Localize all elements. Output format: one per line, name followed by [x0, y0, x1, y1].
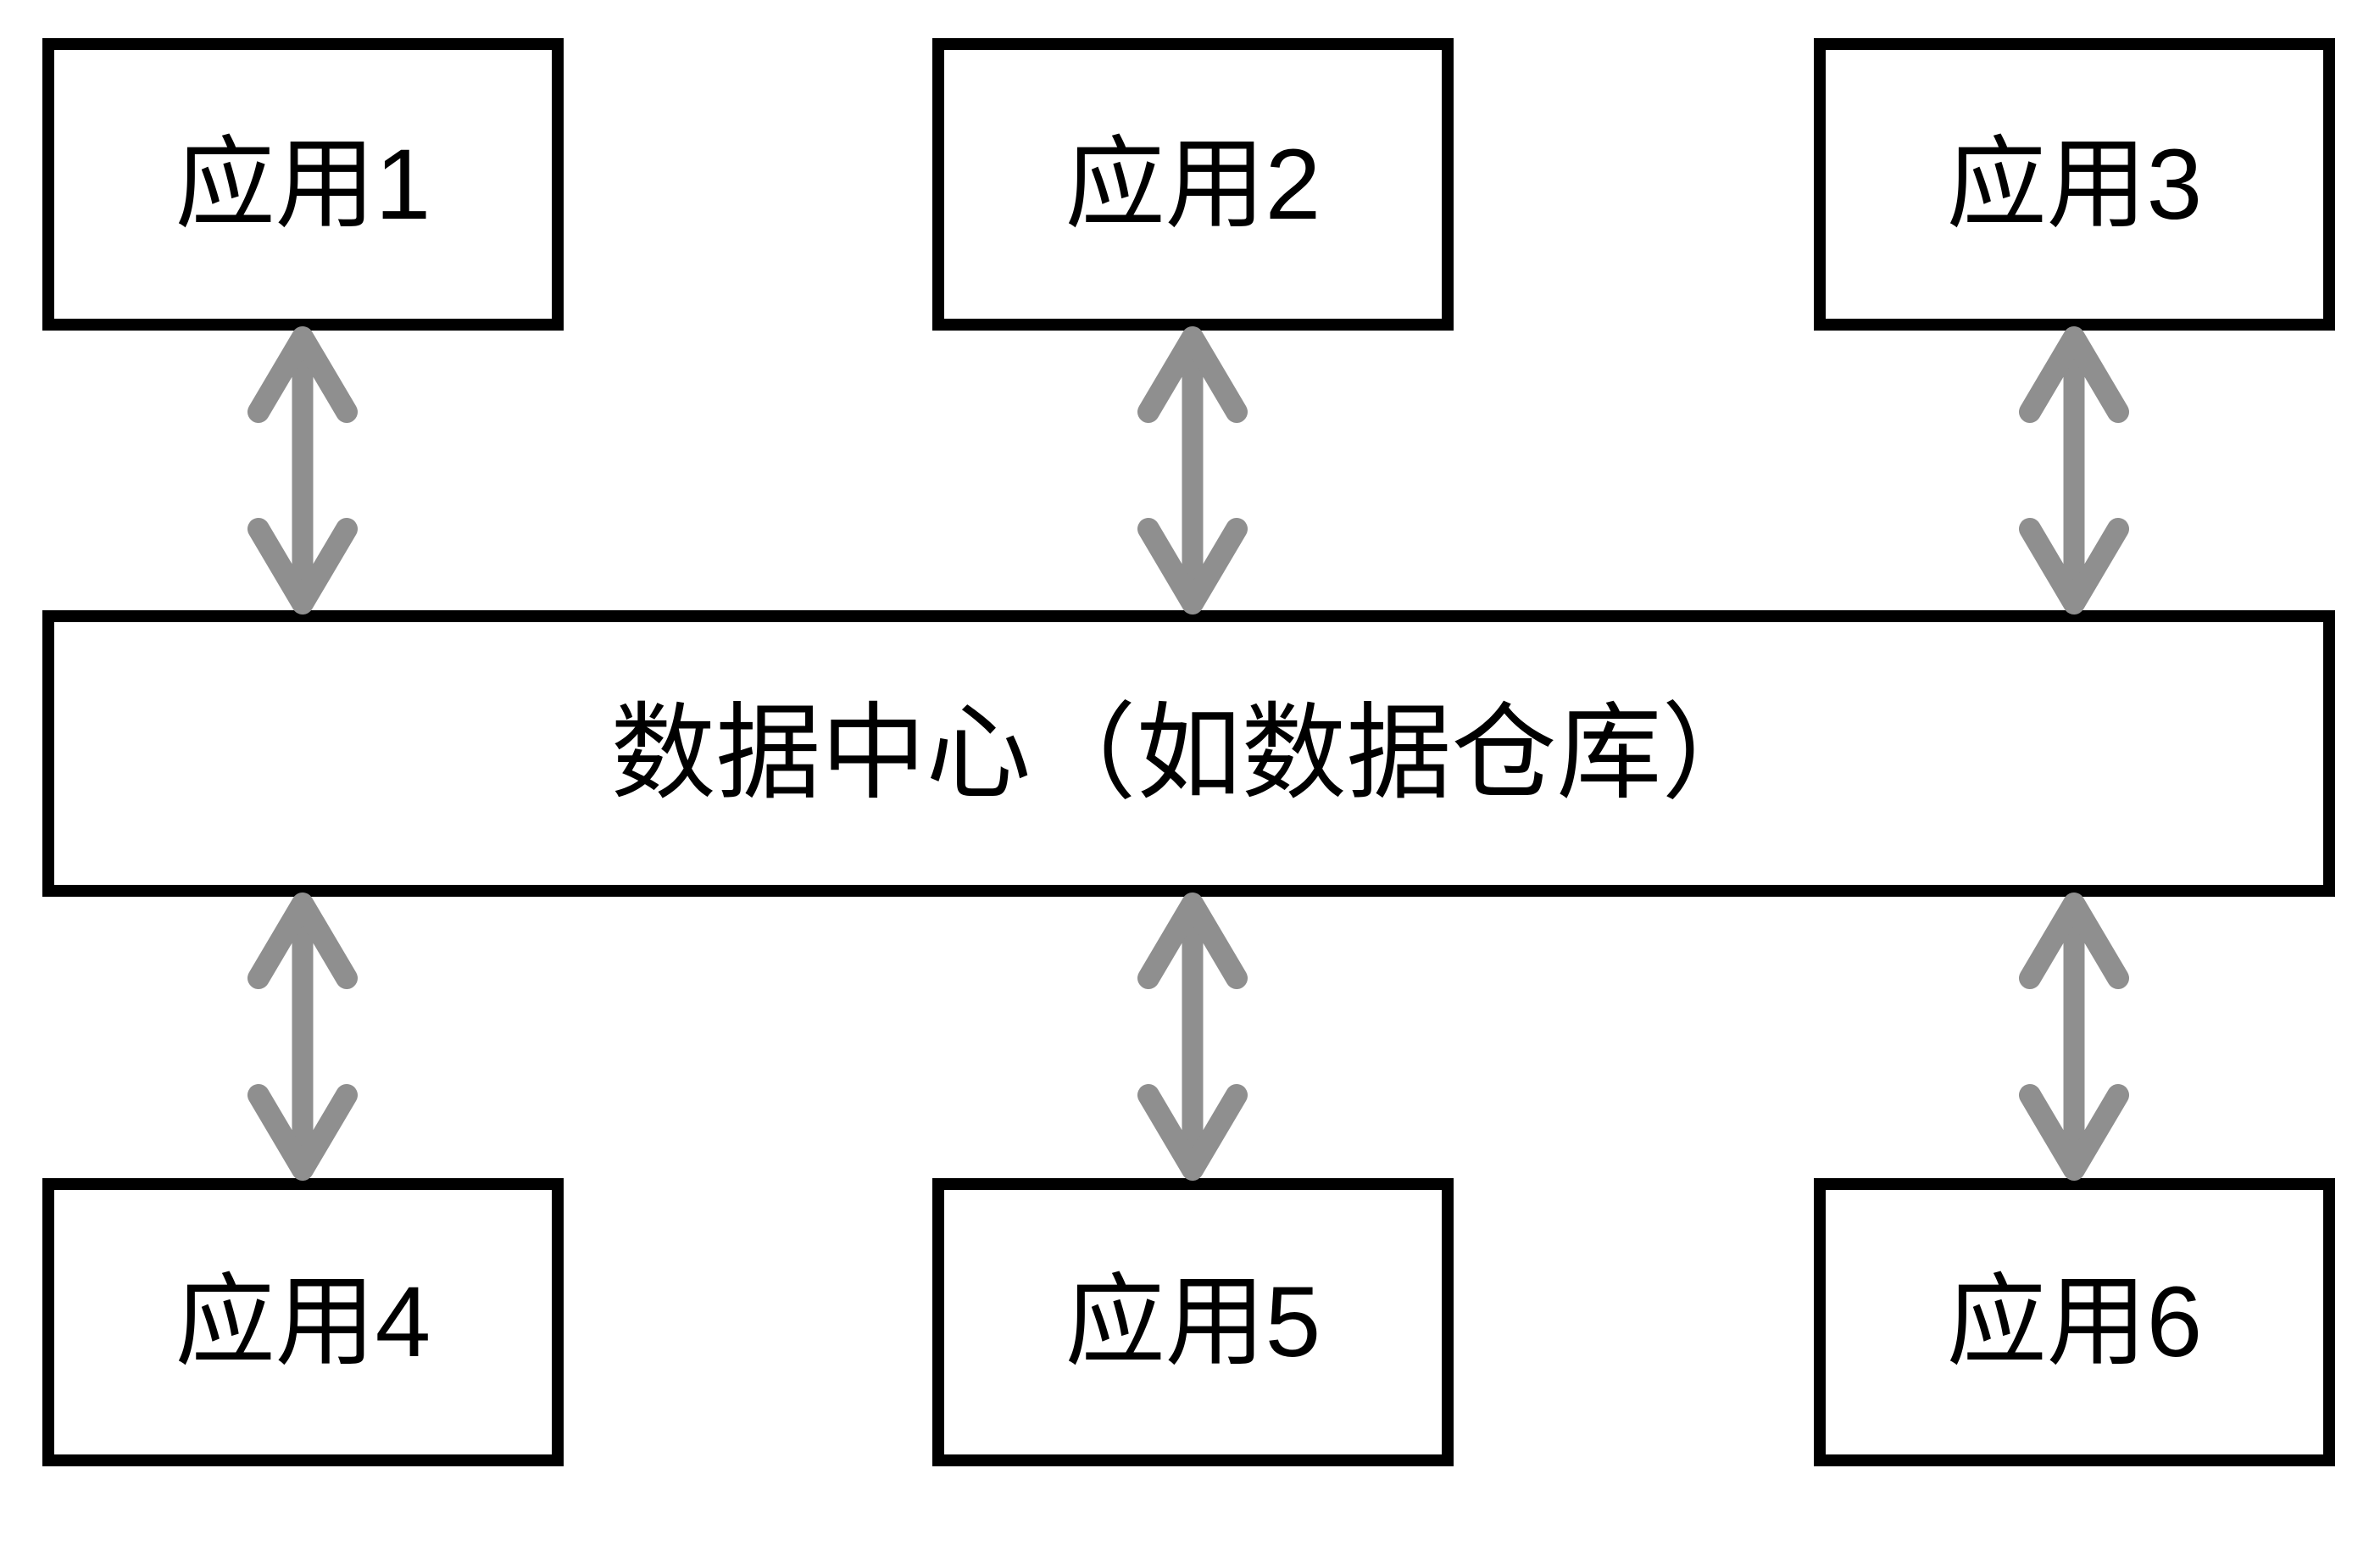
- app-box-3-label: 应用3: [1946, 128, 2203, 241]
- app-box-4-label: 应用4: [175, 1266, 431, 1378]
- double-arrow-icon-top-1: [247, 326, 358, 615]
- app-box-2: 应用2: [932, 38, 1454, 331]
- app-box-5-label: 应用5: [1065, 1266, 1321, 1378]
- app-box-1-label: 应用1: [175, 128, 431, 241]
- app-box-6-label: 应用6: [1946, 1266, 2203, 1378]
- app-box-5: 应用5: [932, 1178, 1454, 1466]
- app-box-2-label: 应用2: [1065, 128, 1321, 241]
- double-arrow-icon-top-3: [2019, 326, 2129, 615]
- app-box-6: 应用6: [1814, 1178, 2335, 1466]
- app-box-3: 应用3: [1814, 38, 2335, 331]
- app-box-4: 应用4: [42, 1178, 564, 1466]
- double-arrow-icon-top-2: [1137, 326, 1248, 615]
- data-center-box: 数据中心（如数据仓库）: [42, 610, 2335, 897]
- double-arrow-icon-bottom-2: [1137, 893, 1248, 1181]
- double-arrow-icon-bottom-3: [2019, 893, 2129, 1181]
- data-center-label: 数据中心（如数据仓库）: [610, 695, 1767, 812]
- double-arrow-icon-bottom-1: [247, 893, 358, 1181]
- app-box-1: 应用1: [42, 38, 564, 331]
